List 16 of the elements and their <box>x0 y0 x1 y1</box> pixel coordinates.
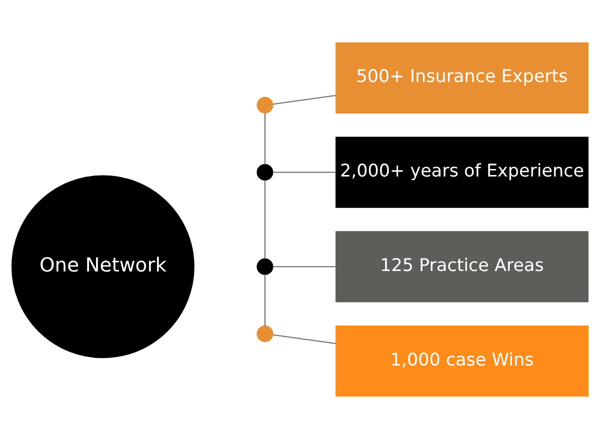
node-circle <box>256 326 274 342</box>
connector <box>272 172 336 173</box>
node-circle <box>256 258 274 275</box>
connector <box>272 94 336 105</box>
connector <box>264 180 266 259</box>
connector <box>272 334 336 344</box>
node-box: 500+ Insurance Experts <box>336 42 588 114</box>
node-box: 1,000 case Wins <box>336 326 588 397</box>
node-box: 125 Practice Areas <box>336 231 588 302</box>
node-box: 2,000+ years of Experience <box>336 136 588 208</box>
connector <box>264 113 266 164</box>
node-circle: One Network <box>12 175 194 358</box>
node-circle <box>256 164 274 181</box>
connector <box>264 274 266 326</box>
connector <box>272 266 336 268</box>
node-circle <box>256 96 274 114</box>
